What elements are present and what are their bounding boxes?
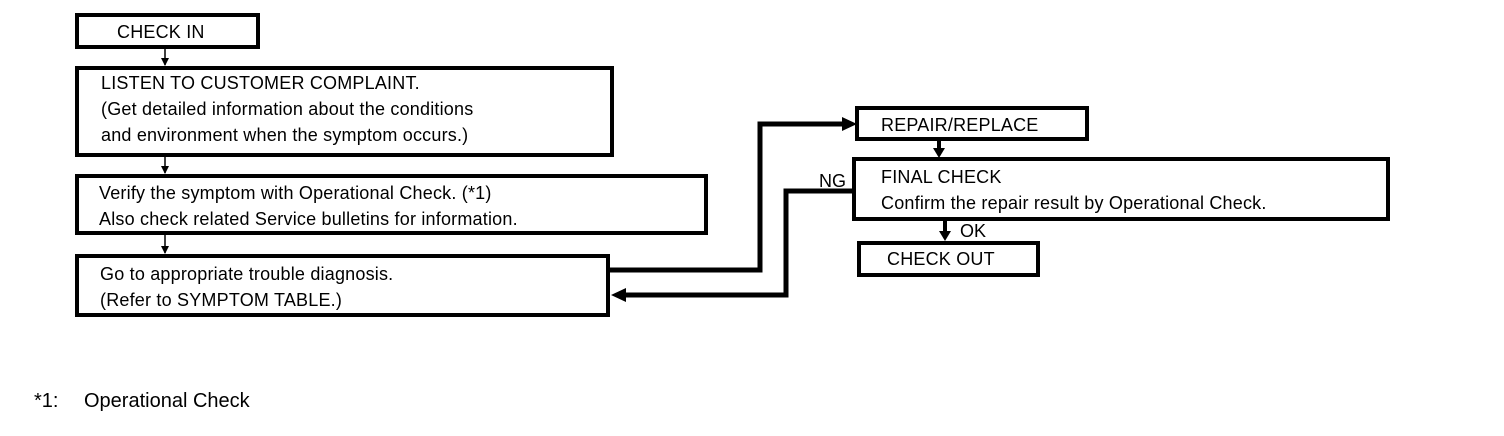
repair-replace-box: REPAIR/REPLACE xyxy=(855,106,1089,141)
repair-text: REPAIR/REPLACE xyxy=(881,115,1039,135)
footnote-text: Operational Check xyxy=(84,390,250,412)
arrowhead-goto-return xyxy=(611,288,626,302)
arrowhead-final xyxy=(933,148,945,158)
footnote: *1: Operational Check xyxy=(34,389,250,413)
verify-text-line-1: Verify the symptom with Operational Chec… xyxy=(99,183,492,203)
listen-text-line-2: (Get detailed information about the cond… xyxy=(101,99,474,119)
final-check-line-1: FINAL CHECK xyxy=(881,167,1002,187)
check-out-box: CHECK OUT xyxy=(857,241,1040,277)
trouble-diagnosis-box: Go to appropriate trouble diagnosis. (Re… xyxy=(75,254,610,317)
goto-text-line-1: Go to appropriate trouble diagnosis. xyxy=(100,264,394,284)
check-in-box: CHECK IN xyxy=(75,13,260,49)
ok-label: OK xyxy=(960,221,987,241)
listen-text-line-1: LISTEN TO CUSTOMER COMPLAINT. xyxy=(101,73,420,93)
verify-symptom-box: Verify the symptom with Operational Chec… xyxy=(75,174,708,235)
final-check-box: FINAL CHECK Confirm the repair result by… xyxy=(852,157,1390,221)
listen-to-customer-box: LISTEN TO CUSTOMER COMPLAINT. (Get detai… xyxy=(75,66,614,157)
arrow-goto-to-repair xyxy=(610,121,843,273)
check-in-text: CHECK IN xyxy=(117,22,205,42)
verify-text-line-2: Also check related Service bulletins for… xyxy=(99,209,518,229)
final-check-line-2: Confirm the repair result by Operational… xyxy=(881,193,1267,213)
ng-label: NG xyxy=(819,171,846,191)
arrowhead-checkout xyxy=(939,231,951,241)
arrow-final-ng-to-goto xyxy=(624,188,852,298)
listen-text-line-3: and environment when the symptom occurs.… xyxy=(101,125,469,145)
footnote-mark: *1: xyxy=(34,390,59,412)
check-out-text: CHECK OUT xyxy=(887,249,995,269)
arrowhead-repair xyxy=(842,117,857,131)
goto-text-line-2: (Refer to SYMPTOM TABLE.) xyxy=(100,290,343,310)
